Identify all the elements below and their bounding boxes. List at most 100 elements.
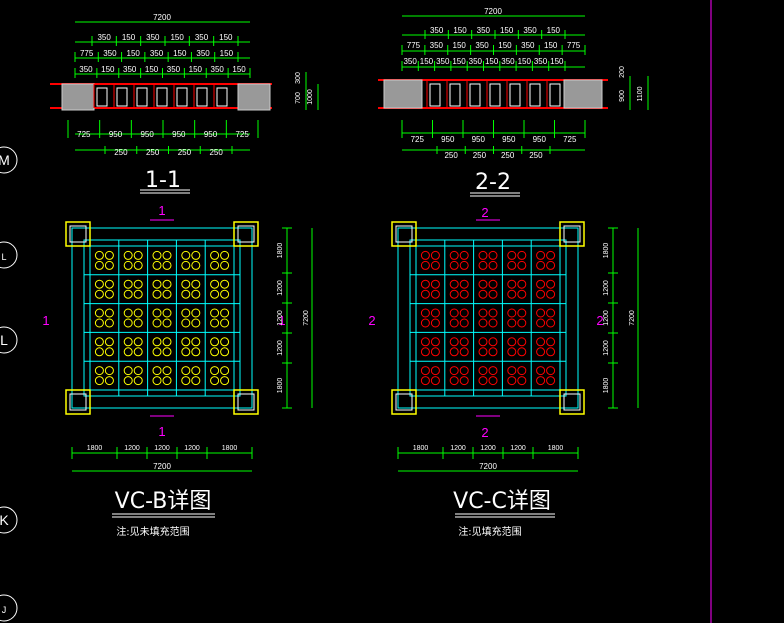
- dim-label: 150: [453, 26, 467, 35]
- dim-total: 7200: [479, 462, 497, 471]
- axis-bubble-m: M: [0, 146, 18, 174]
- planc-side-right: 2: [596, 313, 603, 328]
- dim-label: 725: [77, 130, 91, 139]
- dim-label: 775: [407, 41, 421, 50]
- side-dim: 200: [619, 66, 626, 78]
- dim-label: 350: [534, 57, 548, 66]
- dim-label: 150: [453, 41, 467, 50]
- dim-label: 150: [518, 57, 532, 66]
- dim-label: 1200: [603, 280, 610, 296]
- dim-label: 950: [533, 135, 547, 144]
- planc-cut-bottom: 2: [481, 425, 488, 440]
- dim-label: 1200: [510, 445, 526, 452]
- planb-note: 注:见未填充范围: [116, 525, 189, 538]
- dim-label: 950: [109, 130, 123, 139]
- dim-label: 150: [145, 65, 159, 74]
- planb-side-right: 1: [278, 313, 285, 328]
- dim-label: 725: [411, 135, 425, 144]
- dim-label: 150: [550, 57, 564, 66]
- planb-cut-top: 1: [158, 203, 165, 218]
- dim-label: 350: [430, 26, 444, 35]
- axis-label-k: K: [0, 512, 9, 528]
- dim-label: 250: [114, 148, 128, 157]
- planc-note: 注:见填充范围: [458, 525, 521, 538]
- dim-total: 7200: [629, 310, 636, 326]
- dim-label: 350: [196, 49, 210, 58]
- axis-label-l: L: [0, 332, 8, 348]
- sec11-label: 1-1: [145, 168, 181, 193]
- axis-bubble-j: J: [0, 594, 18, 622]
- dim-label: 150: [127, 49, 141, 58]
- dim-label: 350: [97, 33, 111, 42]
- dim-label: 950: [441, 135, 455, 144]
- axis-label-l-upper: L: [1, 252, 6, 262]
- dim-label: 950: [140, 130, 154, 139]
- dim-label: 250: [146, 148, 160, 157]
- dim-label: 1800: [413, 445, 429, 452]
- dim-label: 950: [172, 130, 186, 139]
- dim-label: 350: [167, 65, 181, 74]
- axis-bubble-l: L: [0, 326, 18, 354]
- dim-label: 1200: [154, 445, 170, 452]
- dim-label: 1200: [603, 340, 610, 356]
- planb-side-left: 1: [42, 313, 49, 328]
- dim-total: 7200: [303, 310, 310, 326]
- dim-label: 150: [189, 65, 203, 74]
- dim-label: 350: [501, 57, 515, 66]
- planc-cut-top: 2: [481, 205, 488, 220]
- dim-label: 350: [521, 41, 535, 50]
- sec22-label: 2-2: [475, 170, 511, 195]
- axis-label-m: M: [0, 152, 10, 168]
- dim-label: 350: [469, 57, 483, 66]
- dim-label: 150: [170, 33, 184, 42]
- axis-label-j: J: [2, 605, 7, 615]
- dim-label: 950: [204, 130, 218, 139]
- dim-label: 150: [500, 26, 514, 35]
- dim-label: 350: [436, 57, 450, 66]
- dim-label: 1800: [222, 445, 238, 452]
- dim-label: 725: [235, 130, 249, 139]
- dim-label: 250: [529, 151, 543, 160]
- dim-label: 150: [122, 33, 136, 42]
- planc-side-left: 2: [368, 313, 375, 328]
- dim-label: 150: [219, 33, 233, 42]
- dim-label: 1800: [548, 445, 564, 452]
- dim-label: 1800: [603, 243, 610, 259]
- dim-label: 350: [430, 41, 444, 50]
- dim-label: 150: [220, 49, 234, 58]
- dim-label: 1800: [603, 378, 610, 394]
- dim-label: 1800: [277, 378, 284, 394]
- dim-label: 150: [101, 65, 115, 74]
- dim-label: 350: [211, 65, 225, 74]
- side-dim: 1100: [637, 86, 644, 101]
- planb-title: VC-B详图: [115, 489, 212, 514]
- side-dim: 300: [295, 72, 302, 84]
- dim-label: 150: [547, 26, 561, 35]
- dim-label: 150: [485, 57, 499, 66]
- dim-label: 1200: [184, 445, 200, 452]
- dim-total: 7200: [153, 462, 171, 471]
- dim-label: 350: [79, 65, 93, 74]
- dim-label: 1200: [480, 445, 496, 452]
- dim-label: 1200: [277, 280, 284, 296]
- dim-label: 250: [501, 151, 515, 160]
- dim-label: 1200: [124, 445, 140, 452]
- dim-label: 1800: [87, 445, 103, 452]
- dim-label: 150: [232, 65, 246, 74]
- sec22-total-top: 7200: [484, 7, 502, 16]
- sec11-bottom1-dims: 725 950 950 950 950 725: [67, 120, 259, 139]
